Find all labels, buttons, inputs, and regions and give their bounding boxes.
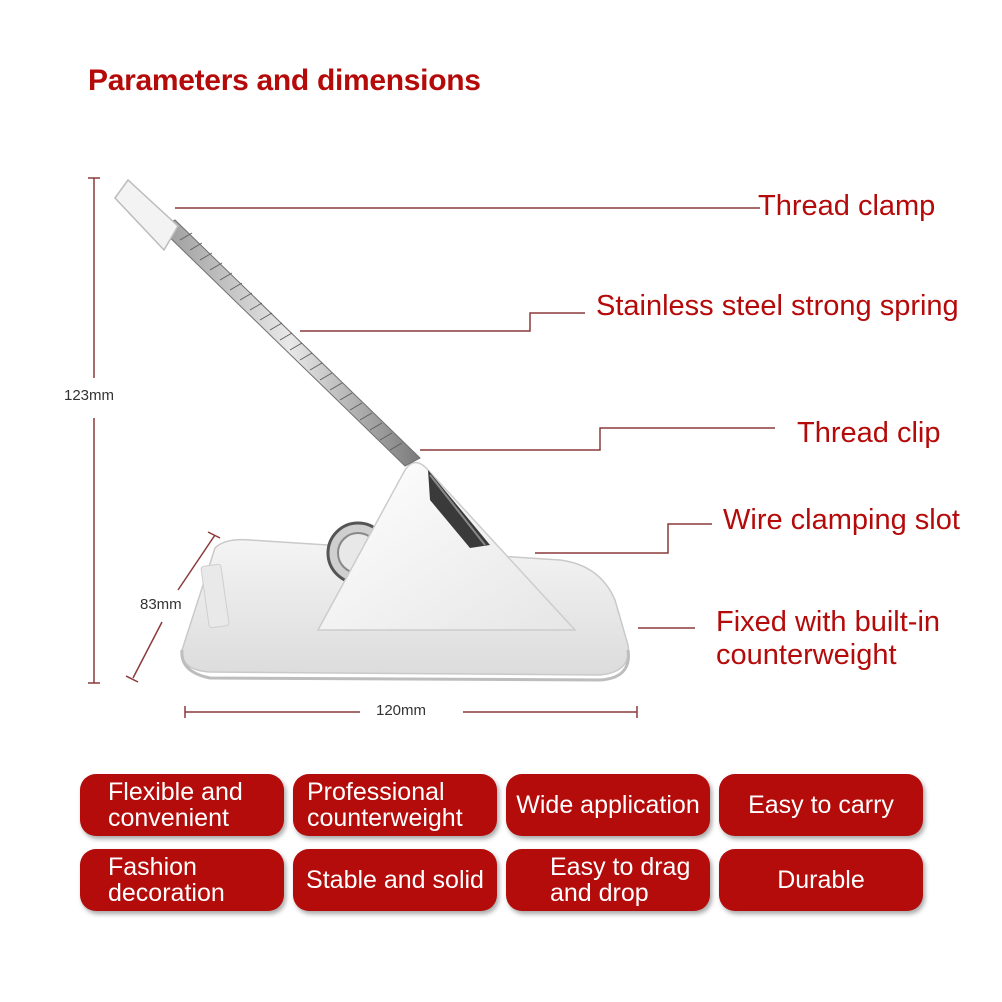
feature-pill-wide-application: Wide application (506, 774, 710, 836)
clamp-cap (114, 178, 179, 252)
feature-pill-fashion: Fashion decoration (80, 849, 284, 911)
callout-thread-clamp: Thread clamp (758, 190, 936, 222)
dimension-width: 120mm (376, 702, 427, 719)
feature-pill-durable: Durable (719, 849, 923, 911)
callout-wire-slot: Wire clamping slot (723, 504, 960, 536)
leader-lines (175, 207, 775, 629)
callout-spring: Stainless steel strong spring (596, 290, 959, 322)
callout-thread-clip: Thread clip (797, 417, 941, 449)
feature-pill-flexible: Flexible and convenient (80, 774, 284, 836)
feature-pill-drag-drop: Easy to drag and drop (506, 849, 710, 911)
feature-pill-easy-carry: Easy to carry (719, 774, 923, 836)
dimension-depth: 83mm (140, 596, 182, 613)
page-title: Parameters and dimensions (88, 64, 481, 97)
feature-pill-professional: Professional counterweight (293, 774, 497, 836)
dimension-lines (88, 177, 638, 718)
feature-pill-stable: Stable and solid (293, 849, 497, 911)
spring-arm (114, 178, 421, 467)
callout-counterweight-line2: counterweight (716, 639, 897, 671)
callout-counterweight-line1: Fixed with built-in (716, 606, 941, 638)
tower (316, 461, 577, 631)
dimension-height: 123mm (64, 387, 115, 404)
